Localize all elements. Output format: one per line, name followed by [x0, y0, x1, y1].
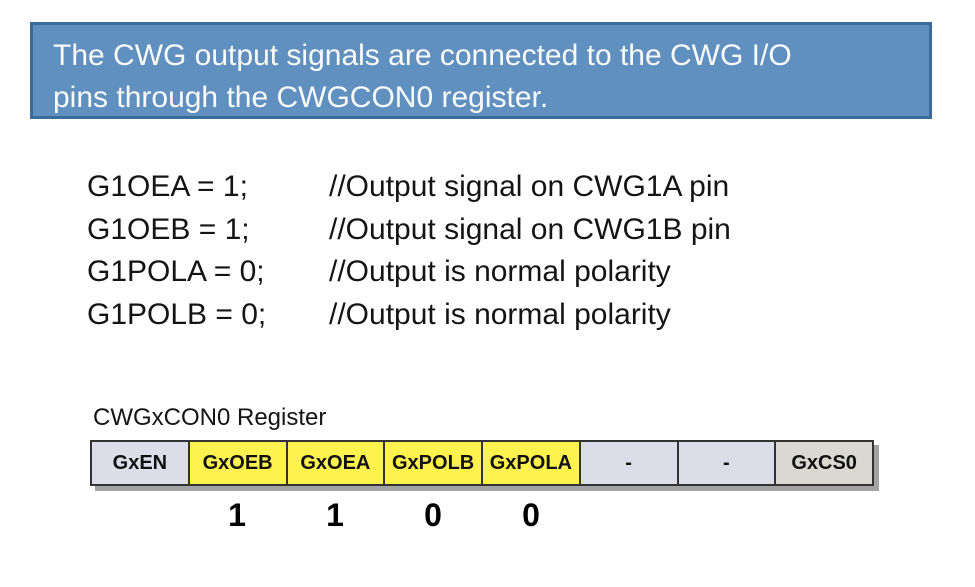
register-bit-cell: GxPOLB [383, 442, 481, 484]
bit-value [90, 496, 188, 534]
code-statement: G1OEB = 1; [87, 212, 250, 246]
register-bit-cell: GxOEA [285, 442, 384, 484]
header-callout: The CWG output signals are connected to … [30, 22, 932, 119]
bit-value [678, 496, 776, 534]
register-bit-cell: - [578, 442, 677, 484]
code-line: G1OEB = 1; //Output signal on CWG1B pin [87, 209, 731, 252]
bit-value: 1 [326, 497, 344, 533]
callout-text-line-2: pins through the CWGCON0 register. [53, 81, 549, 114]
code-block: G1OEA = 1; //Output signal on CWG1A pin G… [87, 166, 731, 336]
code-line: G1OEA = 1; //Output signal on CWG1A pin [87, 166, 731, 209]
code-comment: //Output is normal polarity [329, 255, 671, 288]
bit-value: 0 [424, 497, 442, 533]
bit-values-row: 1 1 0 0 [90, 496, 874, 534]
register-section-title: CWGxCON0 Register [93, 404, 327, 431]
register-bit-cell: GxCS0 [774, 442, 872, 484]
code-comment: //Output is normal polarity [329, 297, 671, 331]
bit-value: 1 [228, 497, 246, 533]
code-statement: G1OEA = 1; [87, 170, 248, 203]
code-statement: G1POLA = 0; [87, 255, 265, 288]
bit-value: 0 [522, 497, 540, 533]
register-bit-cell: - [676, 442, 775, 484]
code-line: G1POLB = 0; //Output is normal polarity [87, 294, 731, 337]
register-bit-cell: GxPOLA [481, 442, 579, 484]
bit-value [776, 496, 874, 534]
callout-text-line-1: The CWG output signals are connected to … [53, 39, 792, 72]
code-comment: //Output signal on CWG1B pin [329, 212, 731, 246]
register-table: GxEN GxOEB GxOEA GxPOLB GxPOLA - - GxCS0 [90, 440, 874, 486]
bit-value [580, 496, 678, 534]
code-comment: //Output signal on CWG1A pin [329, 170, 730, 203]
register-bit-cell: GxEN [92, 442, 188, 484]
code-statement: G1POLB = 0; [87, 297, 267, 331]
code-line: G1POLA = 0; //Output is normal polarity [87, 251, 731, 294]
register-bit-cell: GxOEB [187, 442, 286, 484]
